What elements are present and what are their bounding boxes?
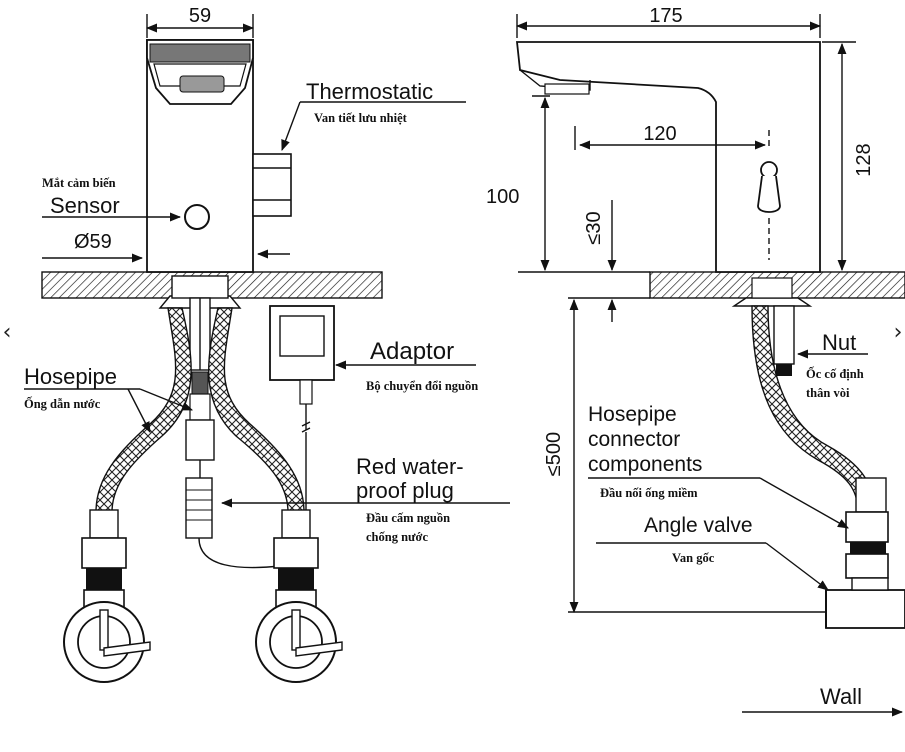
connector-label-1: Hosepipe: [588, 403, 677, 426]
next-image-button[interactable]: ›: [893, 320, 903, 345]
dim-deck-max: ≤30: [583, 211, 605, 244]
faucet-body-side: [515, 41, 821, 273]
dim-width-side: 175: [649, 5, 682, 27]
diameter-label: Ø59: [74, 231, 112, 253]
dim-height-total: 128: [853, 143, 875, 176]
connector-vn-label: Đầu nối ống miềm: [600, 486, 698, 500]
keyhole-icon: [760, 161, 778, 179]
nut-label: Nut: [822, 330, 856, 355]
wall-label: Wall: [820, 684, 862, 709]
hosepipe-vn-label: Ống dẫn nước: [24, 396, 101, 411]
adaptor-vn-label: Bộ chuyển đổi nguồn: [366, 379, 478, 393]
prev-image-button[interactable]: ‹: [2, 320, 12, 345]
nut-vn-label-2: thân vòi: [806, 386, 850, 400]
thermostatic-valve: [252, 153, 292, 217]
thermostatic-vn-label: Van tiết lưu nhiệt: [314, 111, 408, 125]
sensor-vn-label: Mắt cảm biến: [42, 176, 116, 190]
hosepipe-label: Hosepipe: [24, 364, 117, 389]
connector-label-2: connector: [588, 428, 680, 451]
angle-valve-right-front: [255, 509, 343, 683]
dim-width-front: 59: [189, 5, 211, 27]
connector-label-3: components: [588, 453, 702, 476]
sensor-label: Sensor: [50, 193, 120, 218]
dim-height-spout: 100: [486, 186, 519, 208]
hose-left-front: [95, 307, 192, 513]
front-view: 59 Thermostatic Van tiết lưu nhiệt Mắt c…: [24, 5, 510, 683]
red-plug-vn-1: Đầu cấm nguồn: [366, 511, 450, 525]
dim-reach: 120: [643, 123, 676, 145]
angle-valve-left-front: [63, 509, 151, 683]
nut-vn-label-1: Ốc cố định: [806, 366, 864, 381]
sensor-eye-icon: [184, 204, 210, 230]
red-plug-label-1: Red water-: [356, 454, 464, 479]
red-plug-label-2: proof plug: [356, 478, 454, 503]
side-view: 175 120 100 128 ≤30 ≤500 Nut Ốc cố định …: [486, 5, 905, 717]
red-plug-vn-2: chống nước: [366, 530, 428, 544]
angle-valve-label: Angle valve: [644, 514, 753, 537]
dim-hose-max: ≤500: [543, 432, 565, 476]
thermostatic-label: Thermostatic: [306, 79, 433, 104]
fixing-nut: [773, 305, 795, 365]
angle-valve-vn-label: Van gốc: [672, 551, 715, 565]
angle-valve-side: [825, 589, 905, 629]
adaptor-label: Adaptor: [370, 338, 454, 365]
red-waterproof-plug: [185, 477, 213, 539]
